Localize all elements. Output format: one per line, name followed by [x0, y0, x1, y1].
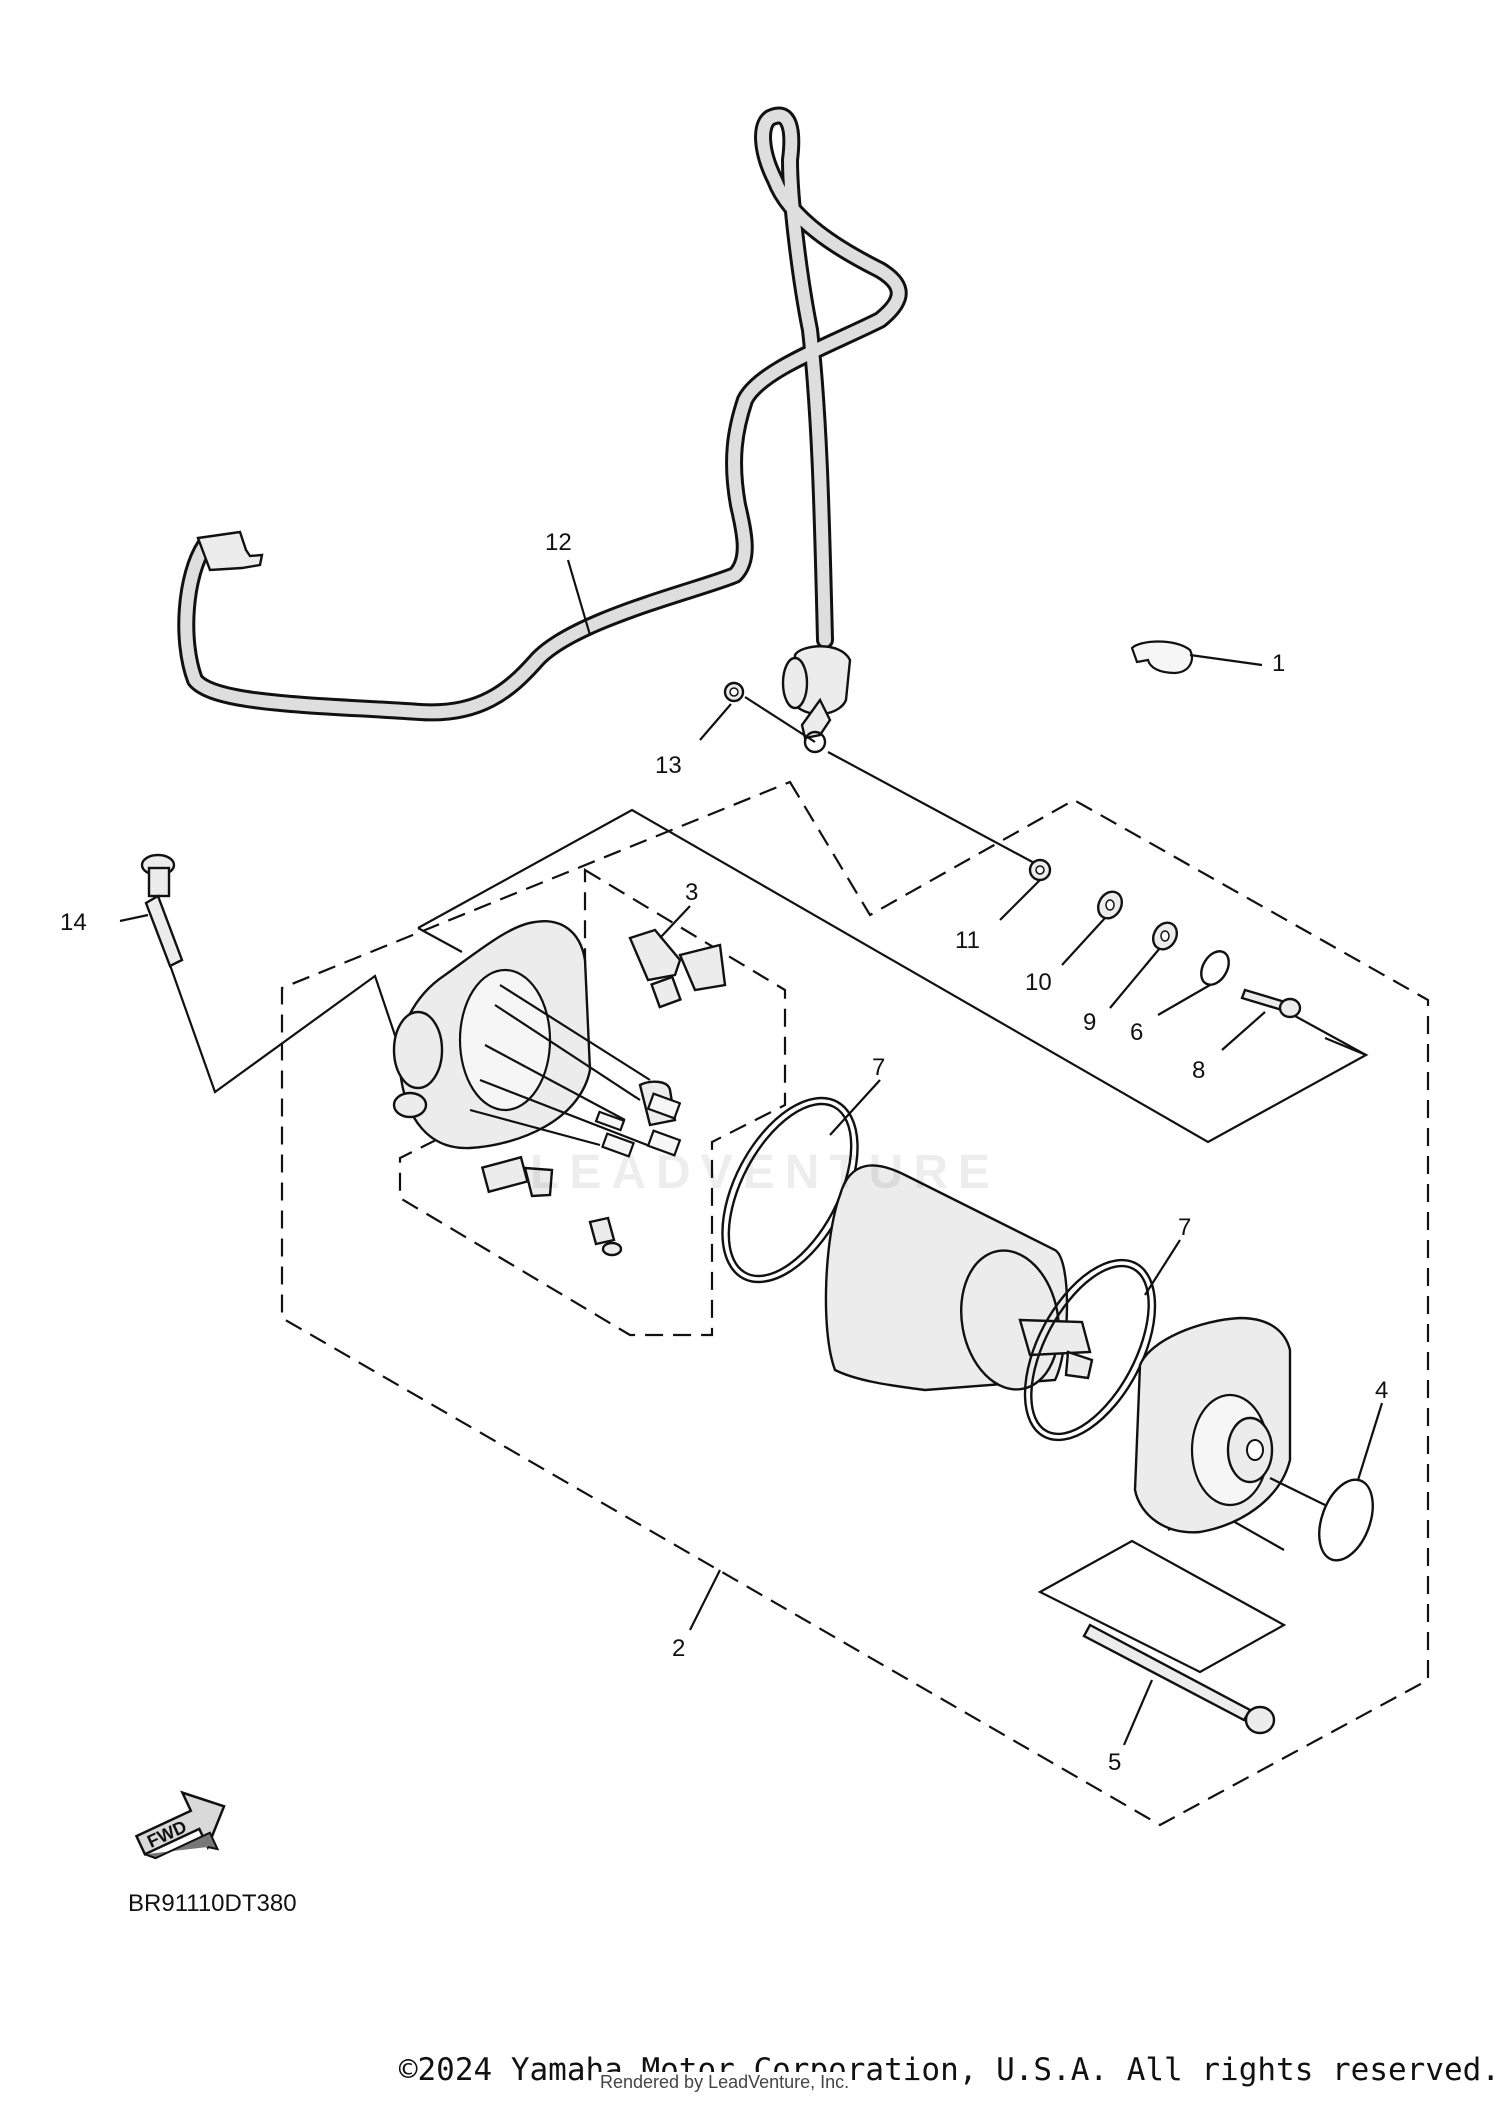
leader-plug-to-11: [827, 751, 1039, 866]
fwd-arrow-icon: FWD: [134, 1790, 226, 1860]
brush-parts: [480, 928, 727, 1257]
long-bolt-part-5: [1082, 1623, 1276, 1746]
o-ring-part-6: [1200, 950, 1230, 986]
o-ring-part-7a-inner: [727, 1102, 853, 1278]
callout-3: 3: [685, 879, 698, 906]
watermark: LEADVENTURE: [530, 1146, 1001, 1199]
springs: [594, 1092, 682, 1158]
front-cover: [1133, 1316, 1292, 1534]
leader-12: [566, 559, 592, 636]
callout-7a: 7: [872, 1054, 885, 1081]
callout-10: 10: [1025, 969, 1052, 996]
callout-13: 13: [655, 752, 682, 779]
leader-3: [659, 905, 691, 939]
rendered-by-credit: Rendered by LeadVenture, Inc.: [598, 2072, 852, 2093]
o-ring-part-7b: [1023, 1258, 1157, 1442]
callout-1: 1: [1272, 650, 1285, 677]
callout-14: 14: [60, 909, 87, 936]
o-ring-part-4: [1318, 1478, 1374, 1562]
bolt-part-8: [1240, 988, 1287, 1012]
rear-cover: [392, 920, 661, 1152]
bolt-part-14: [119, 853, 412, 1094]
callout-6: 6: [1130, 1019, 1143, 1046]
callout-12: 12: [545, 529, 572, 556]
assembly-outline-part-2: [280, 780, 1430, 1827]
diagram-code: BR91110DT380: [128, 1890, 297, 1917]
nut-part-13: [699, 681, 816, 743]
leader-2: [689, 1569, 721, 1631]
callout-11: 11: [955, 927, 980, 954]
o-ring-part-7b-inner: [1030, 1264, 1150, 1436]
callout-9: 9: [1083, 1009, 1096, 1036]
callout-7b: 7: [1178, 1214, 1191, 1241]
copyright-notice: ©2024 Yamaha Motor Corporation, U.S.A. A…: [398, 2052, 1500, 2088]
callout-4: 4: [1375, 1377, 1388, 1404]
callout-2: 2: [672, 1635, 685, 1662]
clamp-part-1: [1130, 640, 1263, 675]
motor-yoke: [824, 1164, 1094, 1392]
callout-8: 8: [1192, 1057, 1205, 1084]
starter-cable-part-12: [177, 106, 908, 754]
callout-5: 5: [1108, 1749, 1121, 1776]
small-parts-right: [999, 858, 1367, 1056]
